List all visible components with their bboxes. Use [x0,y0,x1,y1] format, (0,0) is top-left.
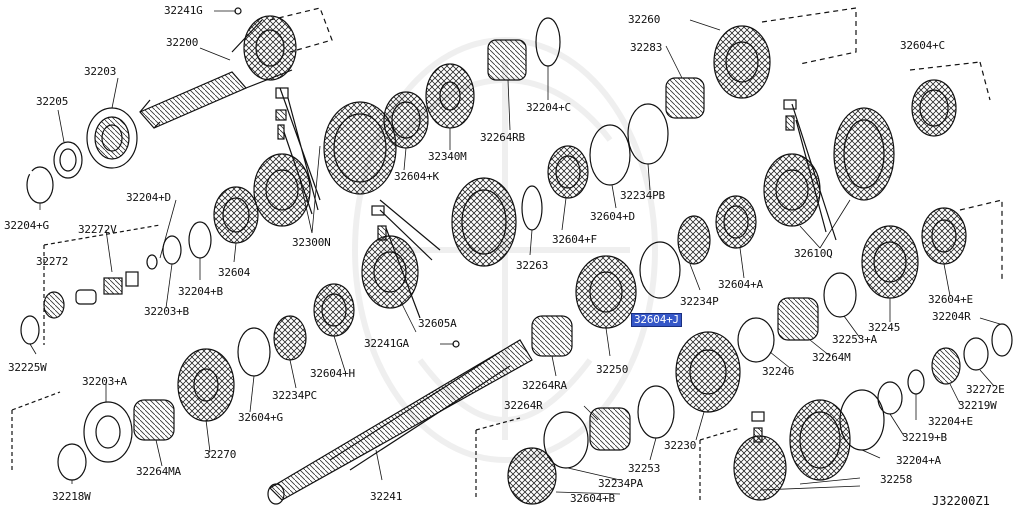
figure-code: J32200Z1 [932,494,990,508]
label-32234P: 32234P [680,295,719,308]
label-32604-D: 32604+D [590,210,635,223]
bearing-32203 [86,107,138,169]
label-32219-B: 32219+B [902,431,947,444]
input-shaft-32200 [139,7,297,129]
label-32272E: 32272E [966,383,1005,396]
label-32245: 32245 [868,321,901,334]
label-32272V: 32272V [78,223,117,236]
label-32204-B: 32204+B [178,285,223,298]
label-32241G: 32241G [164,4,203,17]
label-32203: 32203 [84,65,117,78]
label-32253-A: 32253+A [832,333,877,346]
label-32264MA: 32264MA [136,465,181,478]
label-32241GA: 32241GA [364,337,409,350]
label-32604-K: 32604+K [394,170,439,183]
label-32225W: 32225W [8,361,47,374]
label-32604-B: 32604+B [570,492,615,505]
label-32204R: 32204R [932,310,971,323]
washer-32205 [53,141,83,179]
label-32604-J-highlighted[interactable]: 32604+J [631,313,682,327]
label-32253: 32253 [628,462,661,475]
label-32218W: 32218W [52,490,91,503]
label-32264RB: 32264RB [480,131,525,144]
label-32604-A: 32604+A [718,278,763,291]
label-32204-A: 32204+A [896,454,941,467]
label-32234PC: 32234PC [272,389,317,402]
label-32204-C: 32204+C [526,101,571,114]
label-32203-A: 32203+A [82,375,127,388]
label-32219W: 32219W [958,399,997,412]
label-32263: 32263 [516,259,549,272]
label-32604-E: 32604+E [928,293,973,306]
label-32270: 32270 [204,448,237,461]
label-32272: 32272 [36,255,69,268]
label-32604: 32604 [218,266,251,279]
label-32604-G: 32604+G [238,411,283,424]
label-32340M: 32340M [428,150,467,163]
label-32604-F: 32604+F [552,233,597,246]
label-32264R: 32264R [504,399,543,412]
label-32610Q: 32610Q [794,247,833,260]
label-32260: 32260 [628,13,661,26]
label-32234PA: 32234PA [598,477,643,490]
label-32230: 32230 [664,439,697,452]
label-32300N: 32300N [292,236,331,249]
label-32204-D: 32204+D [126,191,171,204]
label-32258: 32258 [880,473,913,486]
label-32200: 32200 [166,36,199,49]
label-32203-B: 32203+B [144,305,189,318]
label-32205: 32205 [36,95,69,108]
label-32283: 32283 [630,41,663,54]
main-shaft-32241 [267,339,533,505]
label-32204-G: 32204+G [4,219,49,232]
label-32241: 32241 [370,490,403,503]
label-32204-E: 32204+E [928,415,973,428]
label-32264RA: 32264RA [522,379,567,392]
label-32604-H: 32604+H [310,367,355,380]
label-32246: 32246 [762,365,795,378]
label-32234PB: 32234PB [620,189,665,202]
label-32250: 32250 [596,363,629,376]
label-32604-C: 32604+C [900,39,945,52]
label-32605A: 32605A [418,317,457,330]
label-32264M: 32264M [812,351,851,364]
